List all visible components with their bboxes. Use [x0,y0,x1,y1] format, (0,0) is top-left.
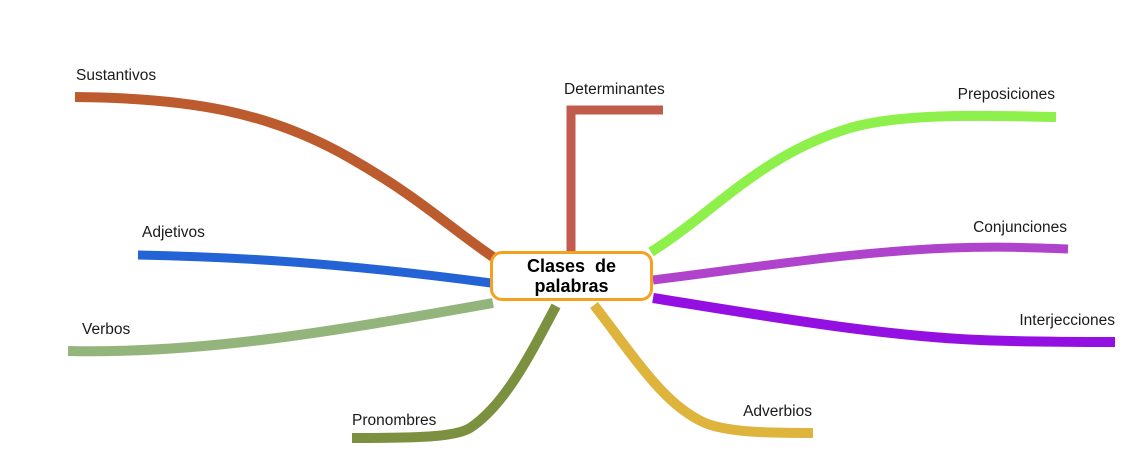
branch-label-conjunciones[interactable]: Conjunciones [973,219,1067,236]
branch-line-interjecciones [652,293,1116,347]
branch-label-adverbios[interactable]: Adverbios [743,403,812,420]
center-node[interactable]: Clases de palabras [490,251,653,301]
branch-label-preposiciones[interactable]: Preposiciones [957,86,1055,103]
branch-label-determinantes[interactable]: Determinantes [564,81,665,98]
branch-label-verbos[interactable]: Verbos [82,321,131,338]
branch-line-preposiciones [648,110,1057,257]
branch-label-pronombres[interactable]: Pronombres [352,412,437,429]
branch-line-determinantes [566,105,663,252]
branch-label-adjetivos[interactable]: Adjetivos [142,224,205,241]
branch-label-sustantivos[interactable]: Sustantivos [76,67,157,84]
branch-line-sustantivos [74,92,496,262]
branch-line-conjunciones [652,242,1069,285]
center-node-title-line1: Clases de [526,256,617,276]
branch-line-pronombres [351,303,561,443]
center-node-title-line2: palabras [534,276,609,296]
branch-line-adverbios [590,301,814,438]
branch-line-verbos [67,298,494,357]
branch-line-adjetivos [137,250,492,288]
branch-label-interjecciones[interactable]: Interjecciones [1019,312,1115,329]
